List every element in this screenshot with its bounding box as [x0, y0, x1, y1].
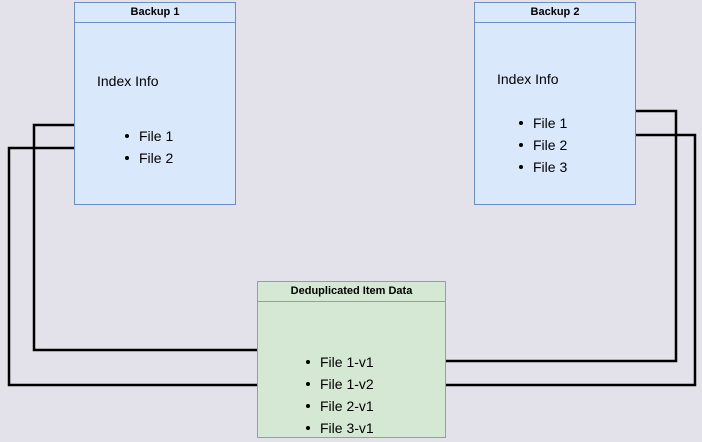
- connector-backup1-file2-to-file2v1: [7, 146, 298, 389]
- list-item[interactable]: File 1-v1: [306, 351, 374, 373]
- deduplicated-item-data-body: File 1-v1 File 1-v2 File 2-v1 File 3-v1: [258, 302, 445, 438]
- backup-1-file-list: File 1 File 2: [125, 125, 173, 169]
- backup-2-title: Backup 2: [475, 3, 635, 23]
- backup-2-index-info-label: Index Info: [497, 71, 559, 87]
- backup-1-title: Backup 1: [75, 3, 235, 23]
- backup-2-file-list: File 1 File 2 File 3: [519, 112, 567, 178]
- backup-2-box[interactable]: Backup 2 Index Info File 1 File 2 File 3: [474, 2, 636, 205]
- list-item[interactable]: File 2: [125, 147, 173, 169]
- backup-2-body: Index Info File 1 File 2 File 3: [475, 23, 635, 205]
- backup-1-index-info-label: Index Info: [97, 73, 159, 89]
- backup-1-box[interactable]: Backup 1 Index Info File 1 File 2: [74, 2, 236, 205]
- list-item[interactable]: File 3-v1: [306, 417, 374, 439]
- deduplicated-item-list: File 1-v1 File 1-v2 File 2-v1 File 3-v1: [306, 351, 374, 439]
- deduplicated-item-data-title: Deduplicated Item Data: [258, 282, 445, 302]
- connector-backup2-file1-to-file1v2: [395, 109, 678, 365]
- deduplicated-item-data-box[interactable]: Deduplicated Item Data File 1-v1 File 1-…: [257, 281, 446, 438]
- connector-backup2-file2-to-file2v1: [397, 133, 697, 389]
- list-item[interactable]: File 1-v2: [306, 373, 374, 395]
- list-item[interactable]: File 1: [125, 125, 173, 147]
- list-item[interactable]: File 3: [519, 156, 567, 178]
- list-item[interactable]: File 1: [519, 112, 567, 134]
- backup-1-body: Index Info File 1 File 2: [75, 23, 235, 205]
- list-item[interactable]: File 2-v1: [306, 395, 374, 417]
- list-item[interactable]: File 2: [519, 134, 567, 156]
